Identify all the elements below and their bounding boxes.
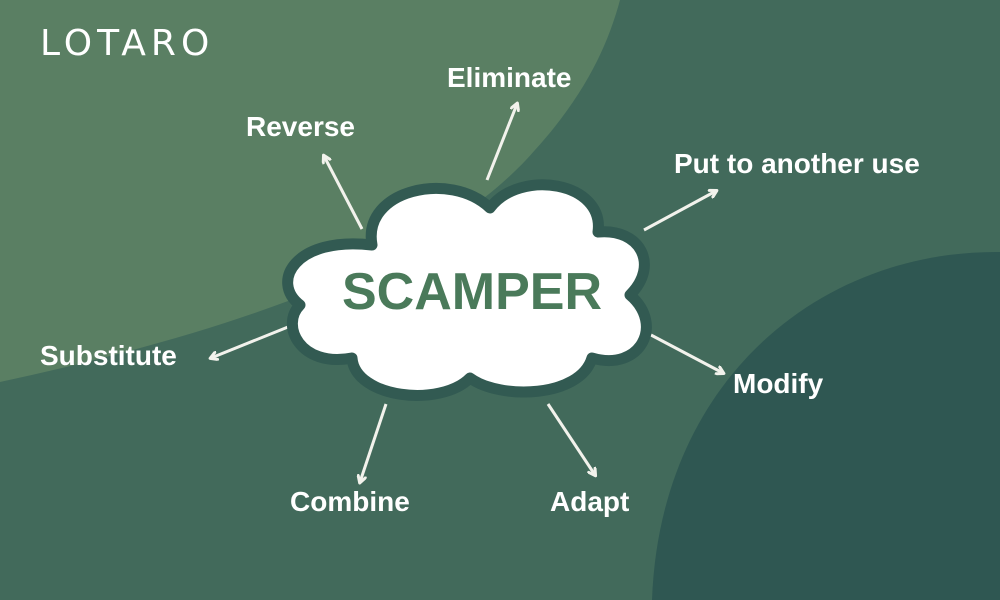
arrow-modify [650, 333, 723, 373]
cloud-shape [282, 179, 652, 401]
label-modify: Modify [733, 368, 824, 399]
arrow-reverse [324, 156, 364, 230]
label-substitute: Substitute [40, 340, 177, 371]
background-dark-circle [652, 251, 1000, 600]
label-eliminate: Eliminate [447, 62, 572, 93]
label-combine: Combine [290, 486, 410, 517]
lotaro-logo: LOTARO [40, 23, 215, 64]
arrow-adapt [546, 403, 595, 475]
arrow-combine [360, 403, 388, 482]
center-label: SCAMPER [341, 263, 603, 321]
label-reverse: Reverse [246, 111, 355, 142]
arrow-put-to-another-use [643, 191, 716, 232]
arrows [211, 104, 723, 482]
label-put-to-another-use: Put to another use [674, 148, 920, 179]
label-adapt: Adapt [550, 486, 630, 517]
arrow-substitute [211, 325, 289, 358]
arrow-eliminate [485, 104, 517, 181]
